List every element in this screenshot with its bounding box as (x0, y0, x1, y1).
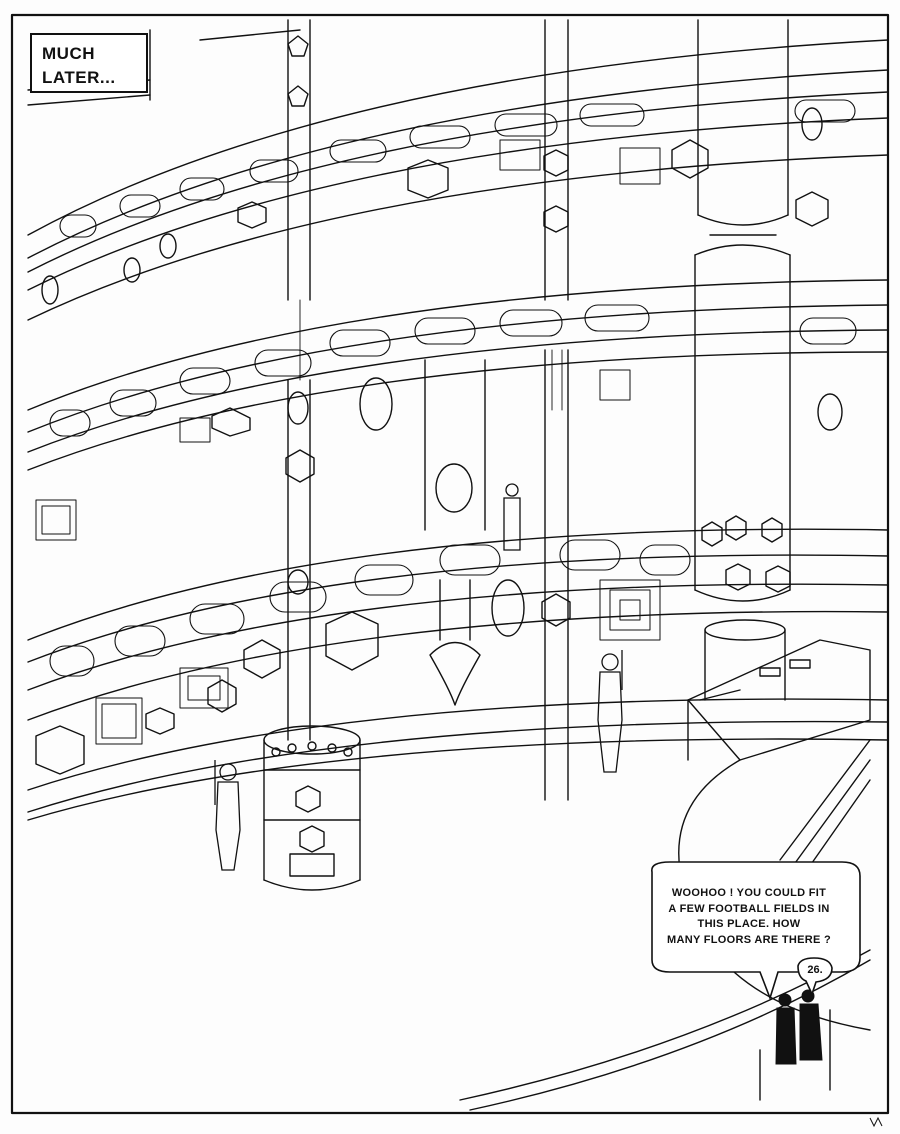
gem-icon (35, 35, 829, 853)
rail-panels (49, 99, 857, 677)
circuit-panels (35, 139, 661, 745)
speech-line-2: A FEW FOOTBALL FIELDS IN (668, 902, 830, 915)
pod-ovals (41, 107, 843, 637)
person-silhouette-icon (775, 989, 823, 1065)
panel-border (10, 13, 890, 1115)
narration-caption-box: MUCH LATER... (30, 33, 148, 93)
speech-bubble-main-text: WOOHOO ! YOU COULD FIT A FEW FOOTBALL FI… (650, 886, 848, 948)
guard-figures (214, 483, 623, 871)
speech-line-1: WOOHOO ! YOU COULD FIT (671, 887, 827, 899)
hanging-columns (287, 19, 569, 801)
speech-line-4: MANY FLOORS ARE THERE ? (667, 933, 831, 946)
caption-line-2: LATER... (42, 68, 116, 87)
chandelier (429, 579, 481, 706)
speech-bubble-reply (797, 957, 833, 997)
balcony-floors (27, 39, 889, 821)
central-pillar (694, 19, 791, 701)
base-column (263, 725, 361, 891)
speech-bubble-reply-text: 26. (807, 964, 823, 976)
speech-line-3: THIS PLACE. HOW (697, 918, 801, 930)
signature-mark (869, 1116, 883, 1128)
caption-line-1: MUCH (42, 44, 95, 63)
